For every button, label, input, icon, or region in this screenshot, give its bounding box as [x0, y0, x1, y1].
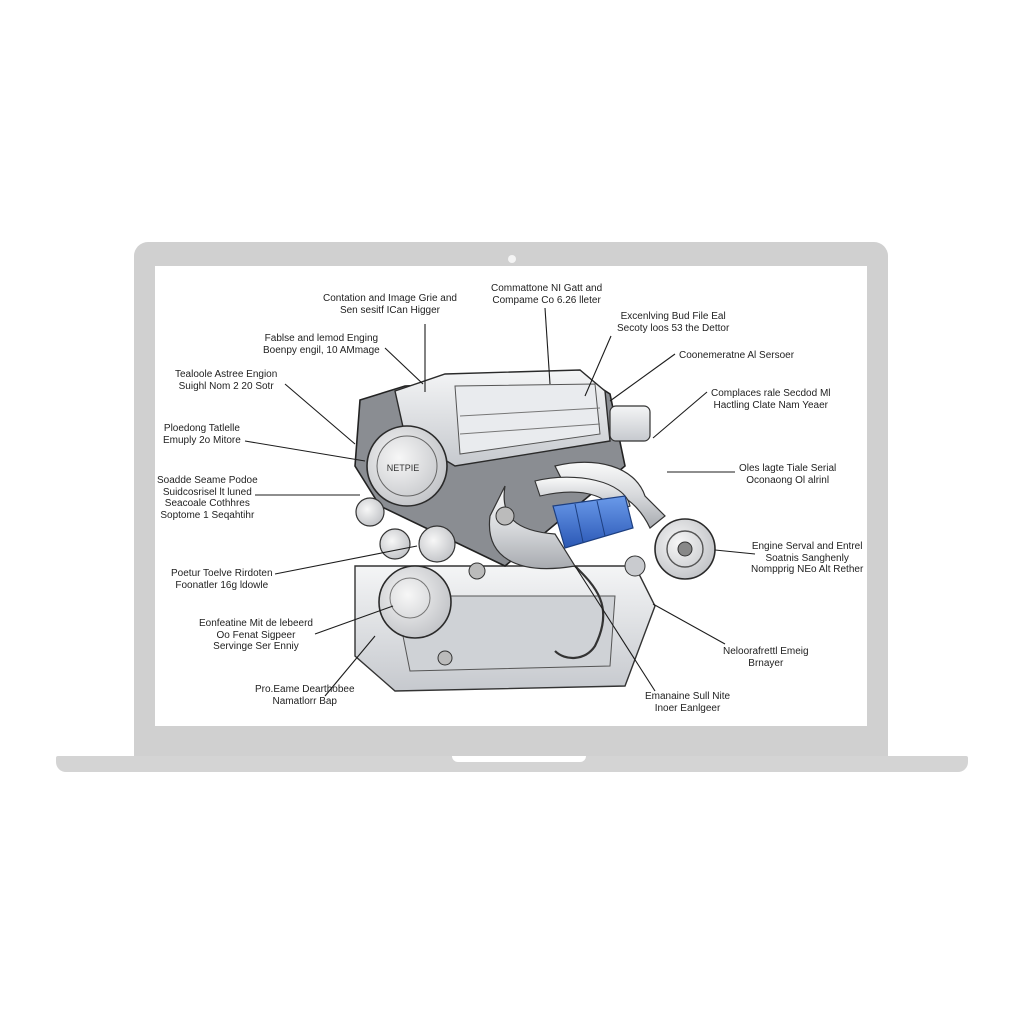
camera-icon	[508, 255, 516, 263]
engine-label: NETPIE	[387, 463, 420, 473]
front-pulley-disc	[366, 425, 448, 507]
leader-c5	[609, 353, 676, 402]
callout-label: Coonemeratne Al Sersoer	[679, 350, 795, 361]
leader-c16	[574, 565, 656, 692]
engine-illustration	[354, 369, 716, 692]
blue-intercooler	[552, 495, 634, 549]
laptop-base	[56, 756, 968, 772]
leader-c8	[244, 440, 366, 462]
leader-c13	[314, 605, 394, 635]
leader-c6	[284, 383, 356, 445]
leader-c12	[274, 545, 418, 575]
leader-c4	[384, 347, 424, 385]
leader-lines	[244, 307, 756, 697]
engine-crankcase	[394, 595, 616, 672]
trackpad-notch	[452, 756, 586, 762]
leader-c11	[714, 549, 756, 555]
leader-c2	[544, 307, 551, 385]
engine-diagram: NETPIE	[244, 307, 756, 697]
leader-c14	[652, 603, 726, 645]
alternator-disc	[378, 565, 452, 639]
leader-c7	[652, 391, 708, 439]
leader-c15	[324, 635, 376, 697]
leader-c3	[584, 335, 612, 397]
